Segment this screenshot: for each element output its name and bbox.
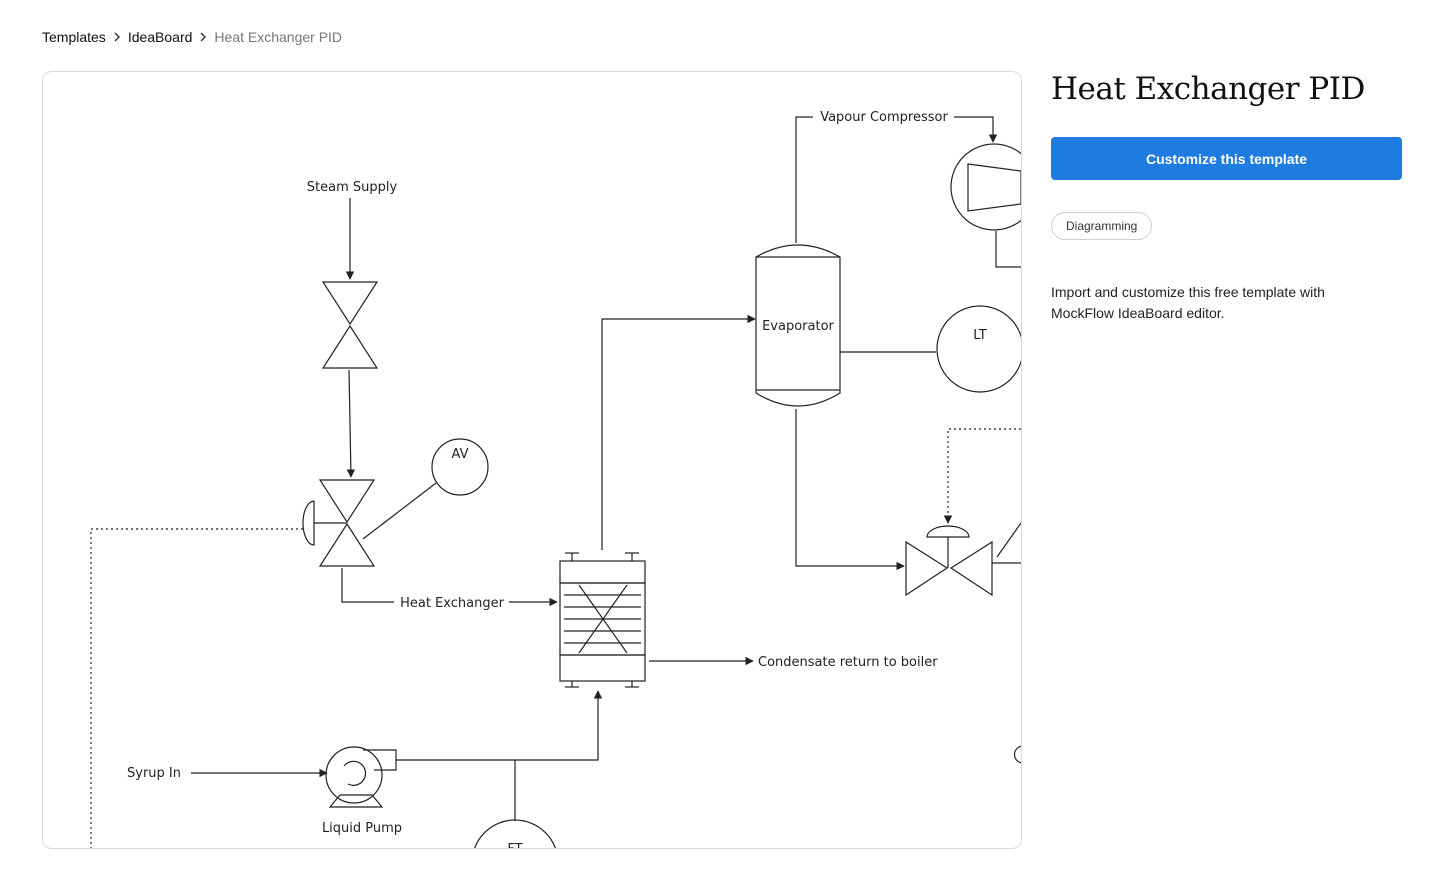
- page-title: Heat Exchanger PID: [1051, 71, 1365, 107]
- breadcrumb-templates-link[interactable]: Templates: [42, 29, 106, 45]
- label-syrup-in: Syrup In: [127, 766, 181, 781]
- label-heat-exchanger: Heat Exchanger: [400, 596, 504, 611]
- label-evaporator: Evaporator: [762, 319, 834, 334]
- label-liquid-pump: Liquid Pump: [322, 821, 402, 836]
- gate-valve-icon: [321, 281, 379, 369]
- customize-template-button[interactable]: Customize this template: [1051, 137, 1402, 180]
- label-av: AV: [452, 447, 469, 462]
- label-ft: FT: [507, 842, 522, 848]
- template-sidebar: Heat Exchanger PID Customize this templa…: [1051, 71, 1403, 321]
- chevron-right-icon: [113, 32, 121, 42]
- control-valve-horizontal-icon: [905, 525, 993, 597]
- breadcrumb-ideaboard-link[interactable]: IdeaBoard: [127, 29, 193, 45]
- label-condensate: Condensate return to boiler: [758, 655, 938, 670]
- compressor-icon: [950, 143, 1021, 231]
- label-steam-supply: Steam Supply: [307, 180, 398, 195]
- lt-instrument-icon: [936, 305, 1021, 393]
- category-tag-diagramming[interactable]: Diagramming: [1051, 212, 1153, 240]
- breadcrumb: Templates IdeaBoard Heat Exchanger PID: [42, 27, 342, 47]
- ft-instrument-icon: [474, 819, 556, 848]
- control-valve-icon: [302, 479, 376, 567]
- av-instrument-icon: [431, 438, 489, 496]
- evaporator-vessel-icon: [755, 244, 841, 407]
- heat-exchanger-icon: [559, 552, 646, 688]
- chevron-right-icon: [199, 32, 207, 42]
- breadcrumb-current: Heat Exchanger PID: [214, 29, 343, 45]
- label-vapour-compressor: Vapour Compressor: [820, 110, 948, 125]
- pid-diagram: Steam Supply Vapour Compressor Evaporato…: [90, 110, 1021, 848]
- pump-icon: [325, 746, 397, 808]
- label-lt: LT: [973, 328, 986, 343]
- template-preview: Steam Supply Vapour Compressor Evaporato…: [42, 71, 1022, 849]
- template-description: Import and customize this free template …: [1051, 284, 1325, 321]
